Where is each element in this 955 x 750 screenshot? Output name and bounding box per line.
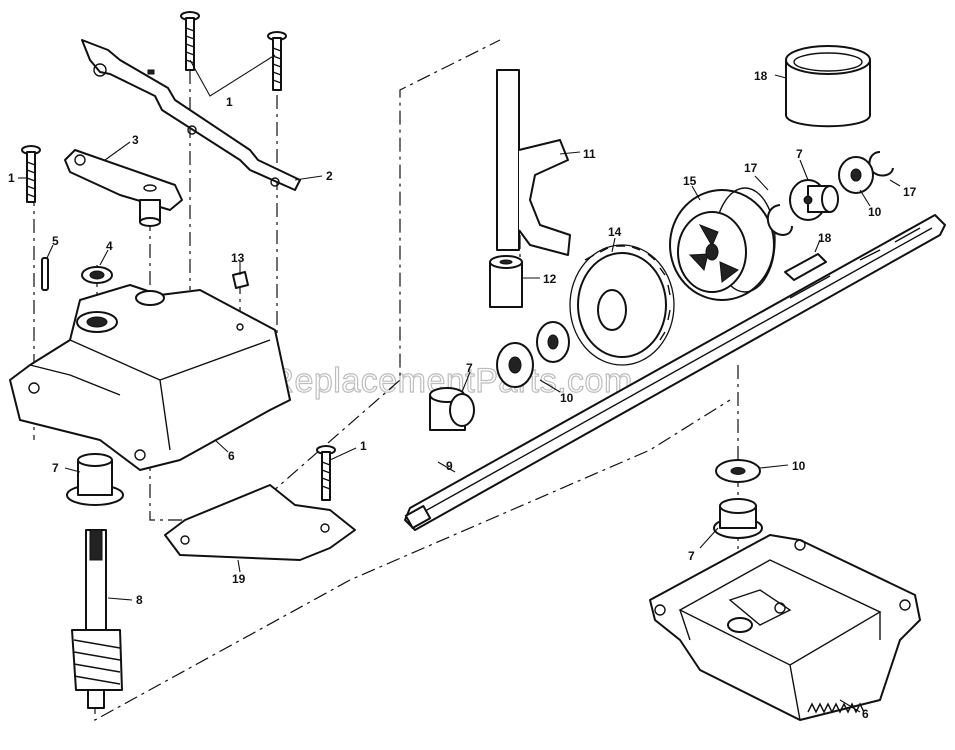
key-part (784, 253, 827, 281)
label-14: 14 (608, 225, 622, 239)
label-17-b: 17 (903, 185, 917, 199)
pulley-part (669, 187, 776, 301)
label-10-right: 10 (792, 459, 806, 473)
label-19: 19 (232, 572, 246, 586)
label-13: 13 (231, 251, 245, 265)
gear-part (569, 244, 675, 366)
label-8: 8 (136, 593, 143, 607)
label-5: 5 (52, 234, 59, 248)
plug-part (232, 271, 249, 289)
label-7-mid: 7 (466, 361, 473, 375)
label-18-bushing: 18 (754, 69, 768, 83)
label-10-top: 10 (868, 205, 882, 219)
screw-bottom (316, 445, 336, 501)
label-11: 11 (583, 147, 596, 161)
label-6-housing: 6 (228, 449, 235, 463)
bottom-bracket-part (164, 484, 356, 561)
washer-top-part (838, 156, 874, 194)
washer-mid-b (536, 321, 570, 363)
pin-part (41, 257, 49, 291)
label-17-a: 17 (744, 161, 758, 175)
shift-fork-part (496, 69, 571, 256)
lower-housing-part (649, 534, 921, 721)
label-6-base: 6 (862, 707, 869, 721)
label-9: 9 (446, 459, 453, 473)
bushing-large-part (785, 45, 871, 128)
bushing-top-part (789, 179, 839, 221)
label-7-top: 7 (796, 147, 803, 161)
shift-lever-part (64, 149, 183, 227)
screw-left (21, 145, 41, 203)
main-shaft-part (404, 214, 946, 531)
upper-housing-part (9, 284, 291, 471)
washer-right-part (715, 459, 761, 483)
label-3: 3 (132, 133, 139, 147)
label-12: 12 (543, 272, 557, 286)
collar-part (489, 255, 523, 308)
label-7-right: 7 (688, 549, 695, 563)
label-2: 2 (326, 169, 333, 183)
label-1-screws-top: 1 (226, 95, 233, 109)
label-4: 4 (106, 239, 113, 253)
label-7-left: 7 (52, 461, 59, 475)
leader-lines (18, 54, 901, 713)
washer-mid-a (496, 342, 534, 388)
screw-top-right (267, 31, 287, 91)
label-15: 15 (683, 174, 697, 188)
label-10-mid: 10 (560, 391, 574, 405)
part-labels: 1 2 3 1 5 4 13 6 7 19 1 8 11 12 14 15 17… (8, 69, 917, 721)
bushing-left-part (66, 453, 124, 506)
washer-part-4 (81, 266, 113, 284)
worm-shaft-part (71, 529, 123, 709)
screw-top-left (180, 11, 200, 71)
top-bracket-part (81, 39, 301, 191)
label-18-key: 18 (818, 231, 832, 245)
bushing-right-part (713, 498, 763, 539)
label-1-left: 1 (8, 171, 15, 185)
retaining-ring-a (766, 204, 793, 236)
bushing-mid-part (429, 387, 475, 431)
label-1-bottom: 1 (360, 439, 367, 453)
